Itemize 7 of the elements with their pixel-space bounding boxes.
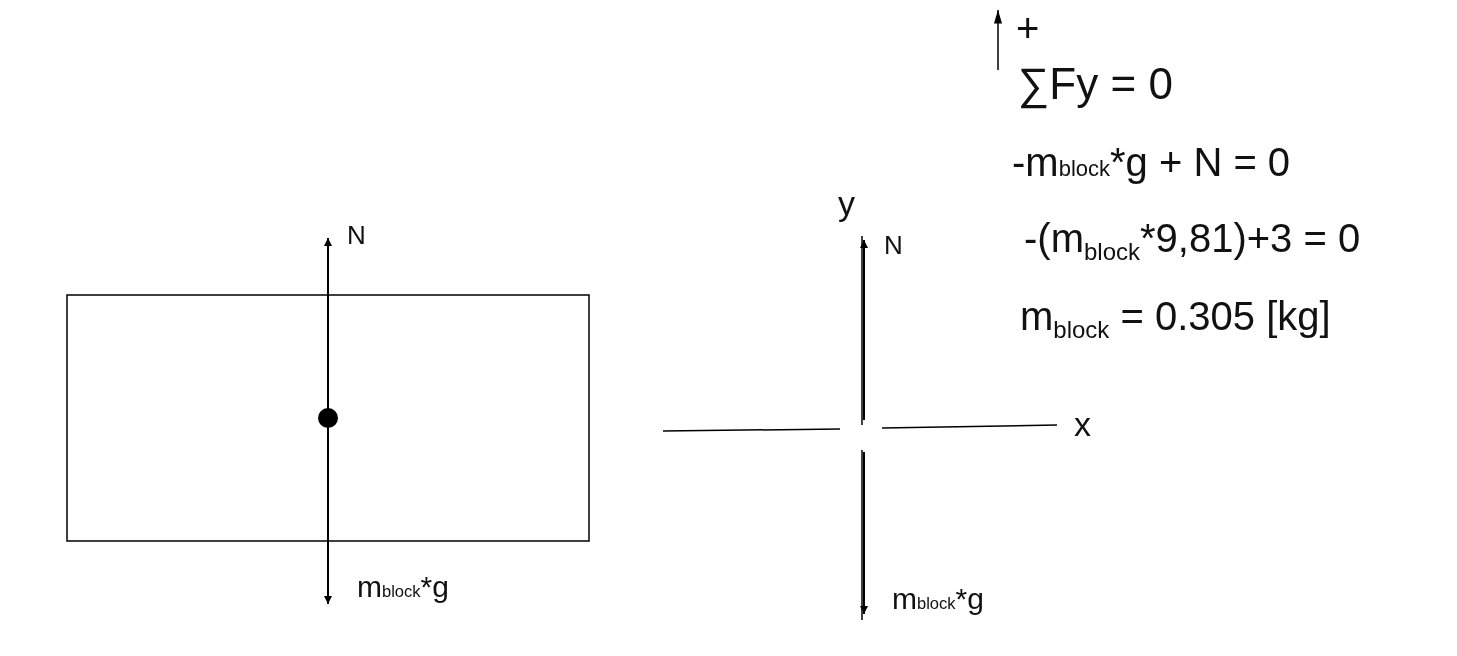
axis-label: y: [838, 186, 855, 220]
plus-sign: +: [1016, 8, 1040, 48]
force-label: N: [347, 222, 366, 248]
equation: -(m$_{block}$*9,81)+3 = 0: [1024, 218, 1361, 265]
equation: m$_{block}$ = 0.305 [kg]: [1020, 296, 1331, 343]
axis-label: x: [1074, 407, 1091, 441]
force-label: N: [884, 232, 903, 258]
